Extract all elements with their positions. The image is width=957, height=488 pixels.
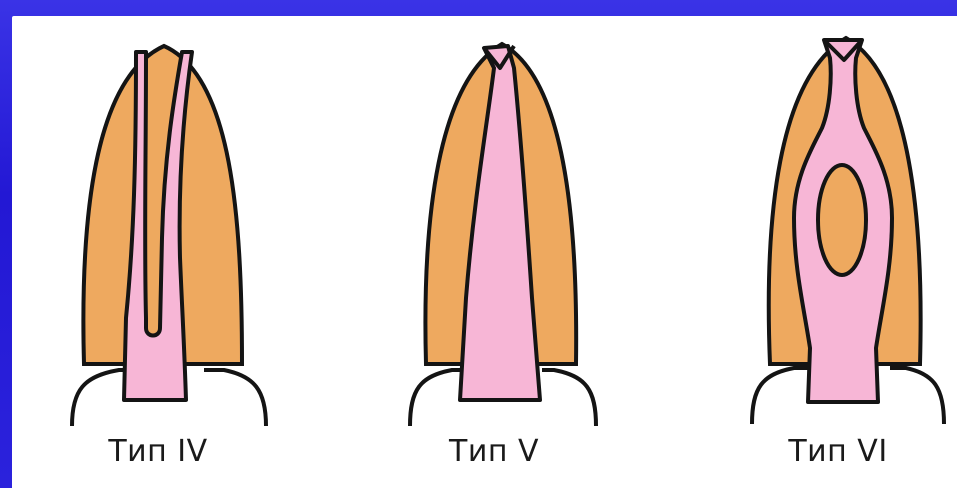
gum-outline-right <box>204 370 266 426</box>
tooth-type-iv <box>64 38 274 428</box>
gum-outline-right <box>890 368 944 424</box>
caption-type-vi: Тип VI <box>738 434 938 469</box>
gum-outline-left <box>410 370 464 426</box>
tooth-type-v <box>402 38 602 428</box>
tooth-type-vi <box>744 18 949 428</box>
gum-outline-left <box>752 368 810 424</box>
dentin-island <box>818 165 866 275</box>
diagram-panel: Тип IV Тип V Тип VI <box>12 16 957 488</box>
gum-outline-right <box>542 370 596 426</box>
caption-type-v: Тип V <box>394 434 594 469</box>
caption-type-iv: Тип IV <box>58 434 258 469</box>
